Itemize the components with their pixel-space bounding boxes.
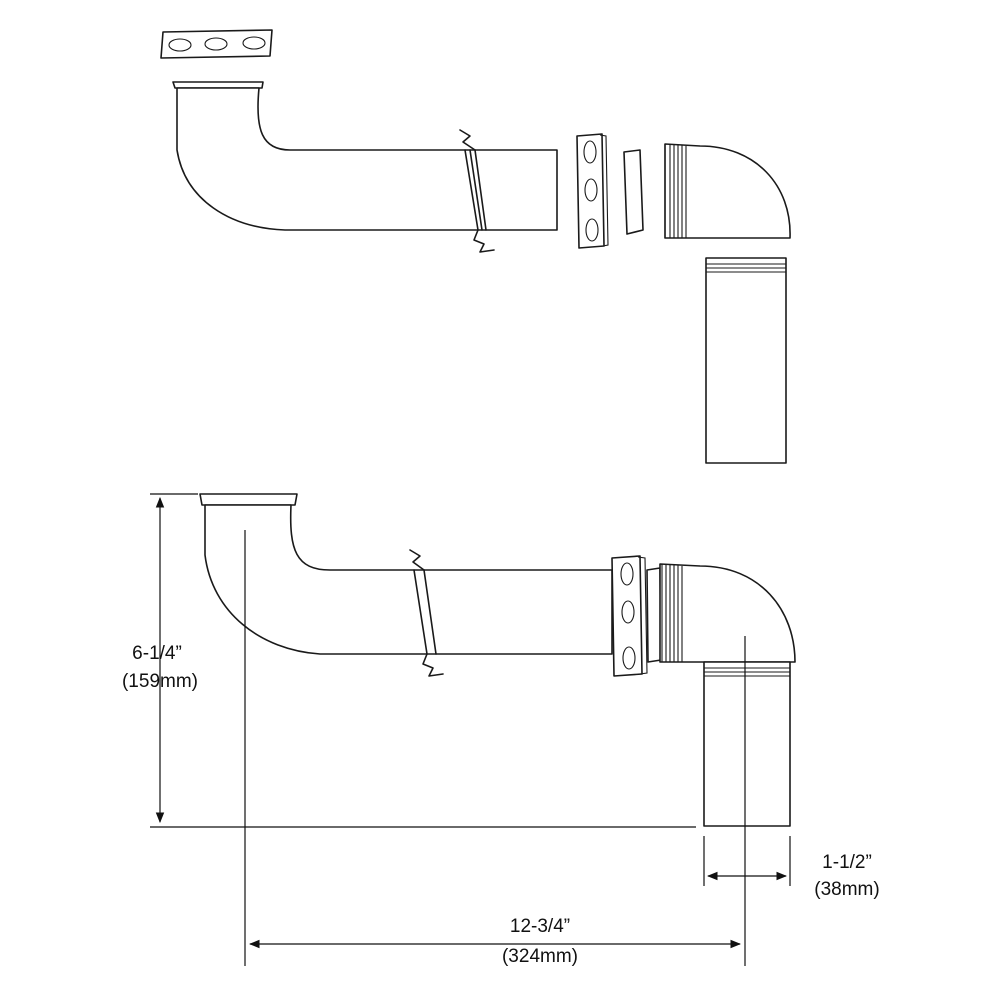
exploded-view <box>160 29 791 464</box>
dimension-lines <box>150 493 791 966</box>
assembled-tailpiece <box>204 504 613 655</box>
diameter-metric-label: (38mm) <box>814 879 879 900</box>
assembled-flange <box>199 493 298 506</box>
assembled-vertical-tube <box>703 661 791 827</box>
height-imperial-label: 6-1/4” <box>132 643 182 664</box>
assembled-elbow <box>659 563 796 663</box>
break-symbol <box>409 549 425 571</box>
diameter-imperial-label: 1-1/2” <box>822 852 872 873</box>
dimension-labels: 6-1/4” (159mm) 12-3/4” (324mm) 1-1/2” (3… <box>122 643 880 967</box>
threaded-elbow <box>664 143 791 239</box>
flange-plate <box>160 29 273 59</box>
slip-nut <box>576 133 609 249</box>
length-metric-label: (324mm) <box>502 946 578 967</box>
vertical-tube <box>705 257 787 464</box>
height-metric-label: (159mm) <box>122 671 198 692</box>
assembled-slip-nut <box>611 555 662 677</box>
tailpiece-elbow <box>172 81 558 253</box>
assembled-view <box>199 493 796 827</box>
slip-washer <box>623 149 644 235</box>
length-imperial-label: 12-3/4” <box>510 916 570 937</box>
